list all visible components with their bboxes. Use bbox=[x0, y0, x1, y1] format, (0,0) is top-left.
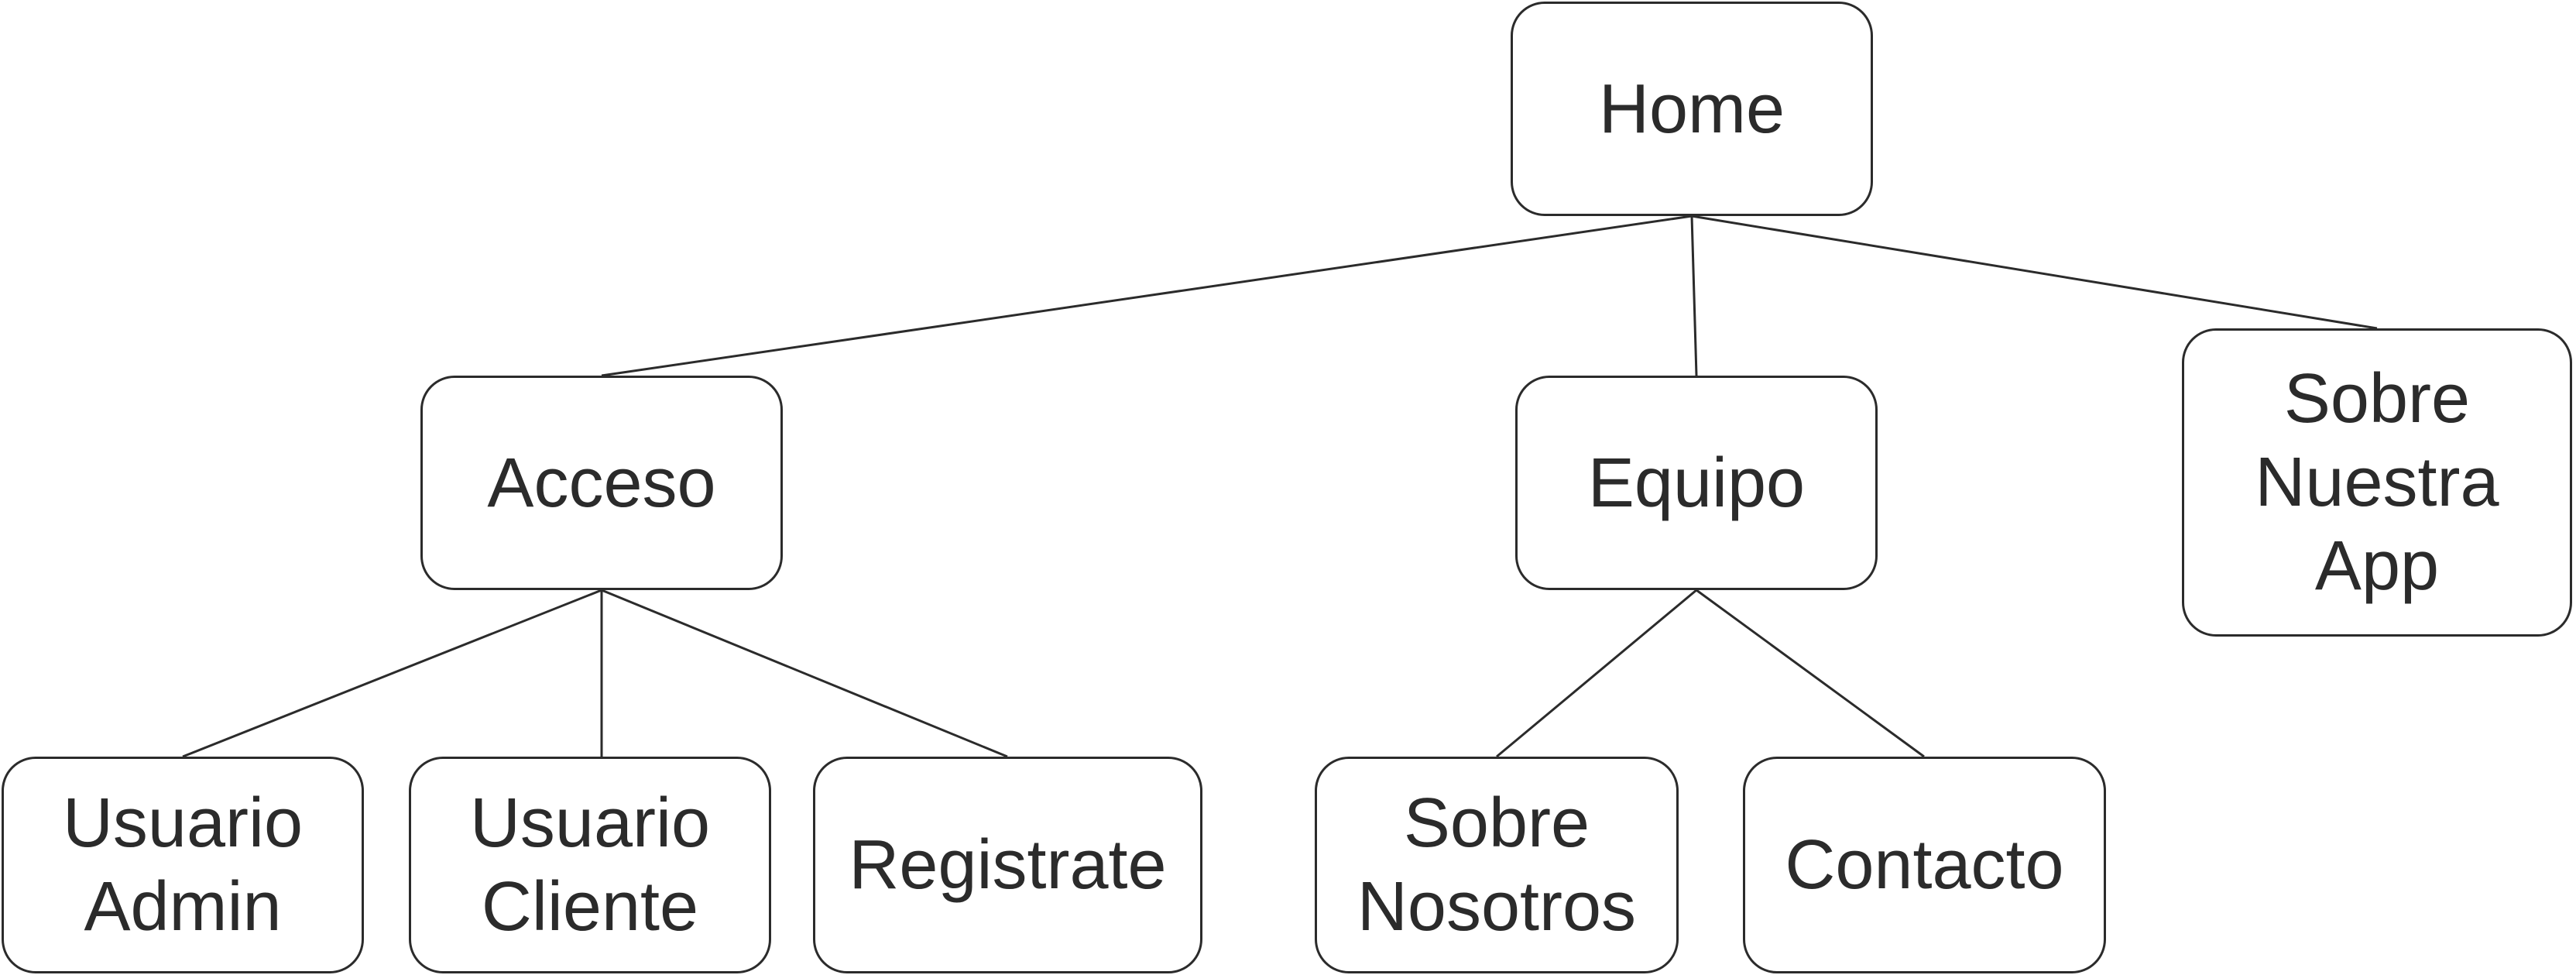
node-usuario-cliente-line-1: Usuario bbox=[469, 784, 711, 862]
node-usuario-admin-line-2: Admin bbox=[84, 868, 282, 946]
edge-acceso-admin bbox=[182, 589, 602, 758]
node-equipo-label: Equipo bbox=[1587, 444, 1806, 522]
node-sobre-nosotros-line-2: Nosotros bbox=[1357, 868, 1637, 946]
node-contacto: Contacto bbox=[1743, 757, 2106, 973]
node-acceso: Acceso bbox=[420, 376, 783, 590]
node-sobre-nuestra-app-line-2: Nuestra bbox=[2255, 444, 2499, 521]
node-registrate: Registrate bbox=[813, 757, 1202, 973]
node-sobre-nuestra-app: Sobre Nuestra App bbox=[2182, 328, 2572, 637]
edge-home-acceso bbox=[601, 215, 1693, 377]
node-sobre-nosotros: Sobre Nosotros bbox=[1315, 757, 1679, 973]
node-usuario-admin-line-1: Usuario bbox=[62, 784, 304, 862]
edge-home-sobre-app bbox=[1691, 215, 2378, 330]
node-equipo: Equipo bbox=[1515, 376, 1878, 590]
edge-home-equipo bbox=[1690, 215, 1698, 376]
node-usuario-cliente: Usuario Cliente bbox=[409, 757, 771, 973]
node-usuario-cliente-line-2: Cliente bbox=[481, 868, 699, 946]
node-registrate-label: Registrate bbox=[849, 826, 1167, 904]
node-sobre-nuestra-app-line-3: App bbox=[2314, 527, 2440, 605]
edge-equipo-nosotros bbox=[1496, 589, 1697, 758]
node-sobre-nosotros-line-1: Sobre bbox=[1403, 784, 1590, 862]
node-home: Home bbox=[1511, 2, 1873, 216]
node-acceso-label: Acceso bbox=[487, 444, 716, 522]
node-home-label: Home bbox=[1598, 70, 1785, 148]
node-usuario-admin: Usuario Admin bbox=[2, 757, 364, 973]
node-sobre-nuestra-app-line-1: Sobre bbox=[2283, 360, 2471, 438]
edge-acceso-registrate bbox=[601, 589, 1008, 758]
node-contacto-label: Contacto bbox=[1785, 826, 2064, 904]
edge-equipo-contacto bbox=[1696, 589, 1925, 758]
